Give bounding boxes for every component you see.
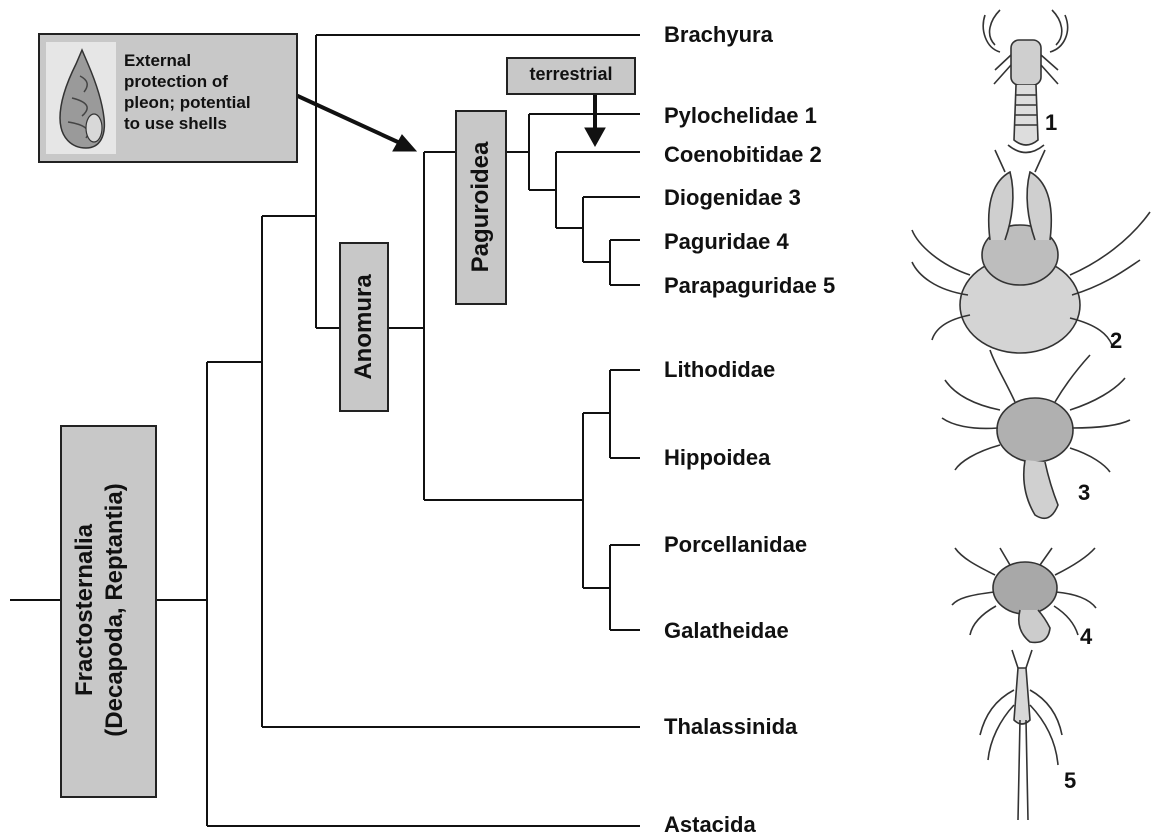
illustration-3-diogenid <box>942 350 1130 518</box>
illustration-number-1: 1 <box>1045 110 1057 136</box>
illustration-2-coenobitid <box>912 150 1150 353</box>
illustration-number-5: 5 <box>1064 768 1076 794</box>
illustration-4-pagurid <box>952 548 1096 642</box>
illustration-5-parapagurid <box>980 650 1062 820</box>
illustration-number-3: 3 <box>1078 480 1090 506</box>
illustration-number-2: 2 <box>1110 328 1122 354</box>
illustration-number-4: 4 <box>1080 624 1092 650</box>
